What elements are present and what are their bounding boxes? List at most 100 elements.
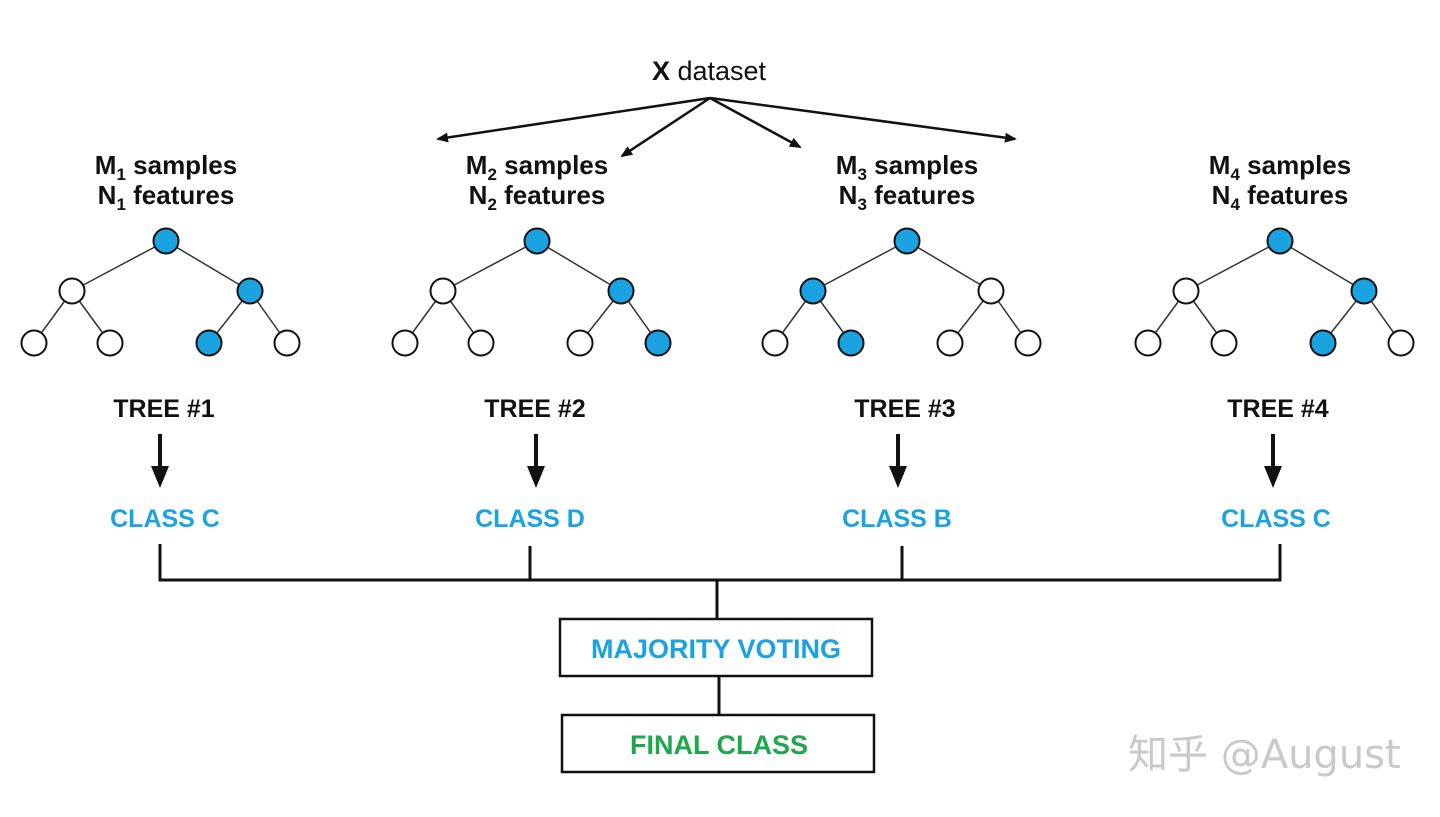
- tree-node-rr: [273, 329, 301, 357]
- features-var: N: [98, 180, 117, 210]
- features-subscript: 2: [487, 195, 496, 214]
- tree-node-l: [1172, 277, 1200, 305]
- split-arrow-3: [709, 96, 802, 149]
- tree-node-rl: [566, 329, 594, 357]
- samples-var: M: [1209, 150, 1231, 180]
- tree-label: TREE #4: [1227, 395, 1329, 423]
- split-arrow-4: [709, 96, 1017, 143]
- tree-samples-label: M4 samples: [1209, 150, 1351, 184]
- tree-node-r-active: [236, 277, 264, 305]
- tree-edge: [1185, 240, 1281, 292]
- tree-features-label: N3 features: [839, 180, 976, 214]
- dataset-split-arrows: [436, 96, 1017, 158]
- tree-features-label: N1 features: [98, 180, 235, 214]
- tree-edge: [442, 240, 538, 292]
- features-var: N: [839, 180, 858, 210]
- tree-node-rl-active: [195, 329, 223, 357]
- samples-var: M: [466, 150, 488, 180]
- tree-samples-label: M1 samples: [95, 150, 237, 184]
- tree-node-root-active: [152, 227, 180, 255]
- bracket-line: [158, 544, 1282, 582]
- down-arrow-icon: [889, 466, 907, 488]
- features-subscript: 4: [1230, 195, 1240, 214]
- samples-var: M: [95, 150, 117, 180]
- tree-node-rl: [936, 329, 964, 357]
- down-arrow-icon: [1264, 466, 1282, 488]
- dataset-title: X dataset: [652, 56, 767, 86]
- tree-class-output: CLASS C: [1221, 505, 1331, 533]
- watermark: 知乎 @August: [1128, 732, 1401, 778]
- down-arrow-icon: [151, 466, 169, 488]
- samples-word: samples: [126, 150, 237, 180]
- down-arrow-icon: [527, 466, 545, 488]
- tree-samples-label: M2 samples: [466, 150, 608, 184]
- tree-node-ll: [391, 329, 419, 357]
- features-word: features: [126, 180, 234, 210]
- aggregation-bracket: [158, 544, 1282, 715]
- dataset-title-x: X: [652, 56, 670, 86]
- dataset-title-rest: dataset: [670, 56, 767, 86]
- tree-edge: [812, 240, 908, 292]
- tree-features-label: N4 features: [1212, 180, 1349, 214]
- samples-word: samples: [497, 150, 608, 180]
- tree-label: TREE #1: [113, 395, 215, 423]
- tree-node-l: [58, 277, 86, 305]
- tree-node-r: [977, 277, 1005, 305]
- final-class-box: FINAL CLASS: [560, 713, 876, 774]
- tree-node-lr: [467, 329, 495, 357]
- tree-label: TREE #2: [484, 395, 585, 423]
- tree-node-r-active: [1350, 277, 1378, 305]
- features-subscript: 3: [857, 195, 866, 214]
- features-word: features: [1240, 180, 1348, 210]
- samples-subscript: 4: [1230, 165, 1240, 184]
- tree-node-ll: [20, 329, 48, 357]
- tree-node-root-active: [893, 227, 921, 255]
- tree-node-l: [429, 277, 457, 305]
- samples-word: samples: [867, 150, 978, 180]
- features-subscript: 1: [116, 195, 125, 214]
- tree-node-lr: [1210, 329, 1238, 357]
- tree-class-output: CLASS B: [842, 505, 952, 533]
- tree-node-r-active: [607, 277, 635, 305]
- tree-class-output: CLASS D: [475, 505, 585, 533]
- majority-voting-label: MAJORITY VOTING: [591, 634, 841, 664]
- tree-edge: [1279, 240, 1365, 292]
- samples-subscript: 3: [857, 165, 866, 184]
- tree-node-lr: [96, 329, 124, 357]
- final-class-rect: [560, 713, 876, 774]
- tree-node-ll: [761, 329, 789, 357]
- final-class-label: FINAL CLASS: [630, 730, 808, 760]
- tree-edge: [165, 240, 251, 292]
- tree-edge: [536, 240, 622, 292]
- samples-word: samples: [1240, 150, 1351, 180]
- tree-label: TREE #3: [854, 395, 955, 423]
- samples-var: M: [836, 150, 858, 180]
- majority-voting-box: MAJORITY VOTING: [558, 617, 874, 678]
- samples-subscript: 2: [487, 165, 496, 184]
- features-word: features: [497, 180, 605, 210]
- majority-voting-rect: [558, 617, 874, 678]
- tree-edge: [71, 240, 167, 292]
- tree-node-rr: [1387, 329, 1415, 357]
- features-var: N: [469, 180, 488, 210]
- tree-node-root-active: [523, 227, 551, 255]
- tree-class-output: CLASS C: [110, 505, 220, 533]
- features-word: features: [867, 180, 975, 210]
- split-arrow-2: [620, 96, 711, 158]
- tree-node-l-active: [799, 277, 827, 305]
- tree-node-lr-active: [837, 329, 865, 357]
- features-var: N: [1212, 180, 1231, 210]
- tree-node-rl-active: [1309, 329, 1337, 357]
- tree-node-root-active: [1266, 227, 1294, 255]
- tree-node-rr-active: [644, 329, 672, 357]
- split-arrow-1: [436, 96, 711, 143]
- samples-subscript: 1: [116, 165, 125, 184]
- tree-samples-label: M3 samples: [836, 150, 978, 184]
- tree-edge: [906, 240, 992, 292]
- tree-node-rr: [1014, 329, 1042, 357]
- tree-node-ll: [1134, 329, 1162, 357]
